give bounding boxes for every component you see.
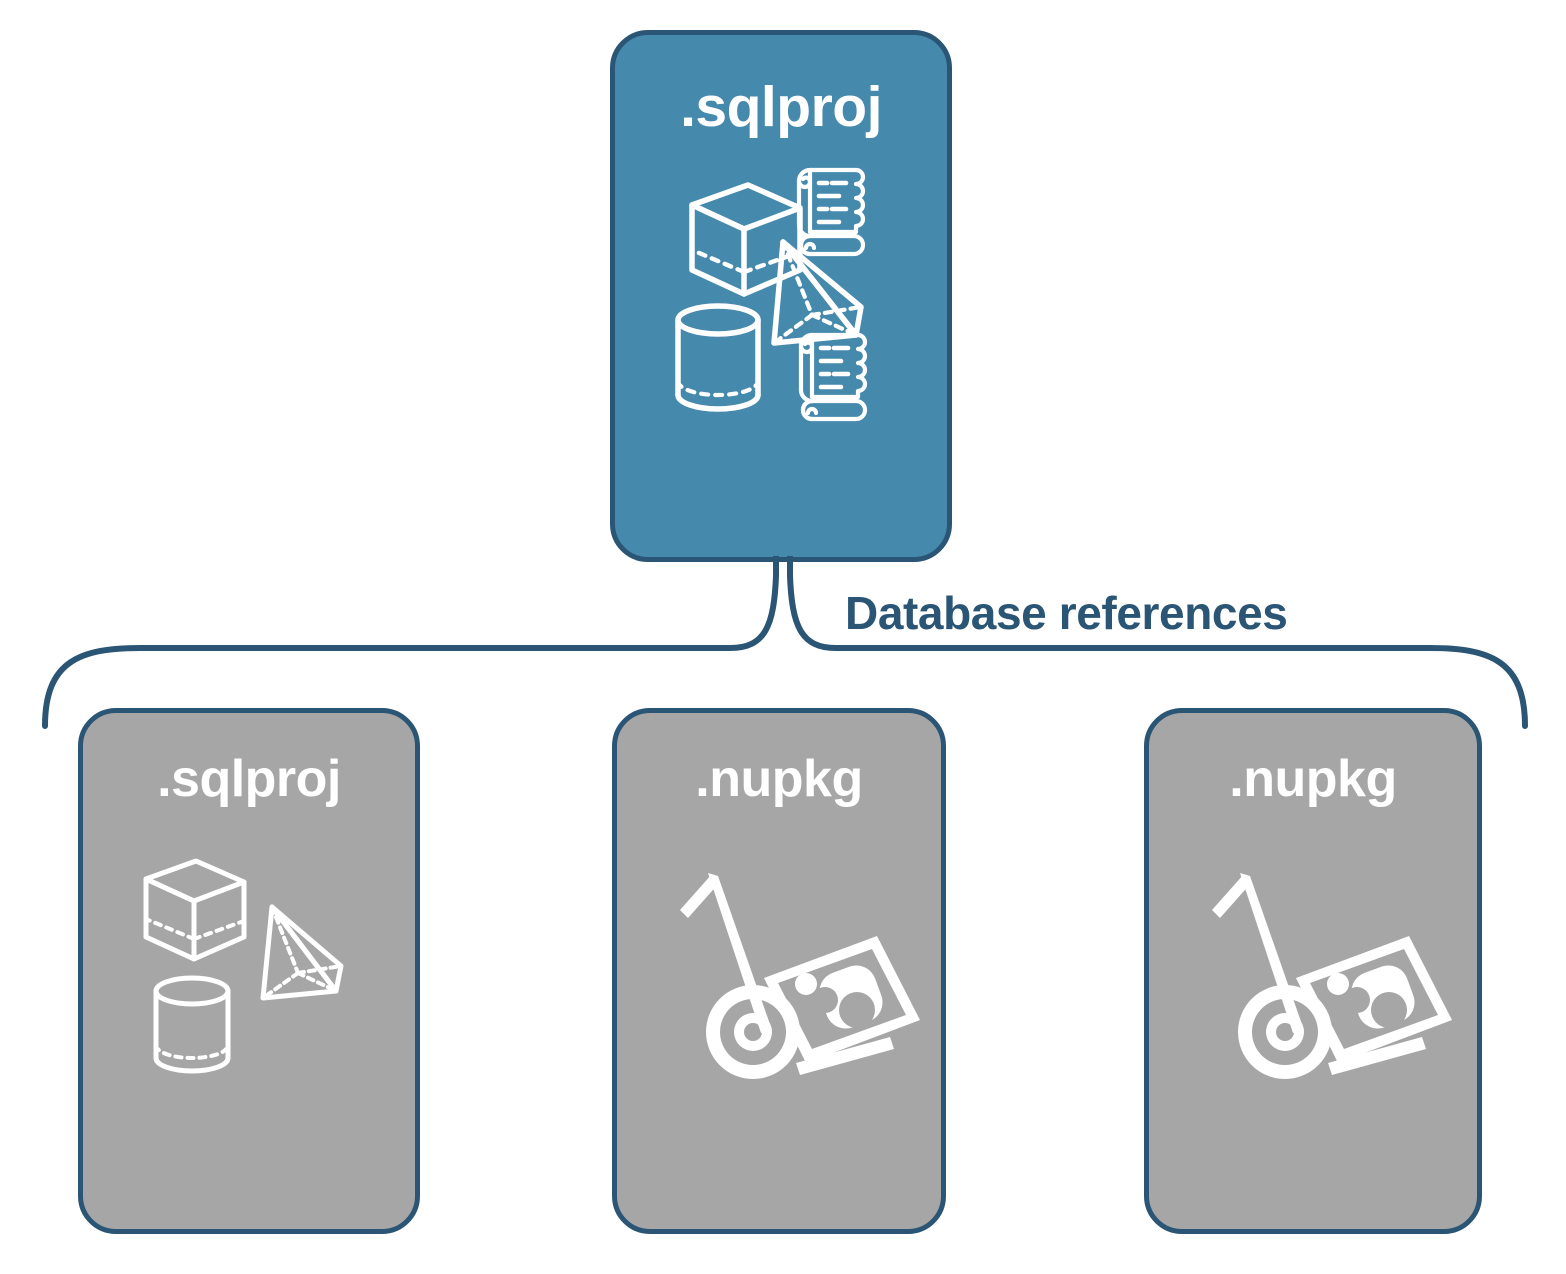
node-reference-0-title: .sqlproj (157, 750, 341, 808)
node-reference-nupkg-1[interactable]: .nupkg (612, 708, 946, 1234)
brace-label: Database references (845, 587, 1288, 639)
node-root-sqlproj[interactable]: .sqlproj (610, 30, 952, 562)
node-reference-2-title: .nupkg (1229, 750, 1397, 808)
node-reference-nupkg-2[interactable]: .nupkg (1144, 708, 1482, 1234)
node-reference-1-title: .nupkg (695, 750, 863, 808)
node-root-title: .sqlproj (680, 75, 882, 139)
node-reference-sqlproj[interactable]: .sqlproj (78, 708, 420, 1234)
